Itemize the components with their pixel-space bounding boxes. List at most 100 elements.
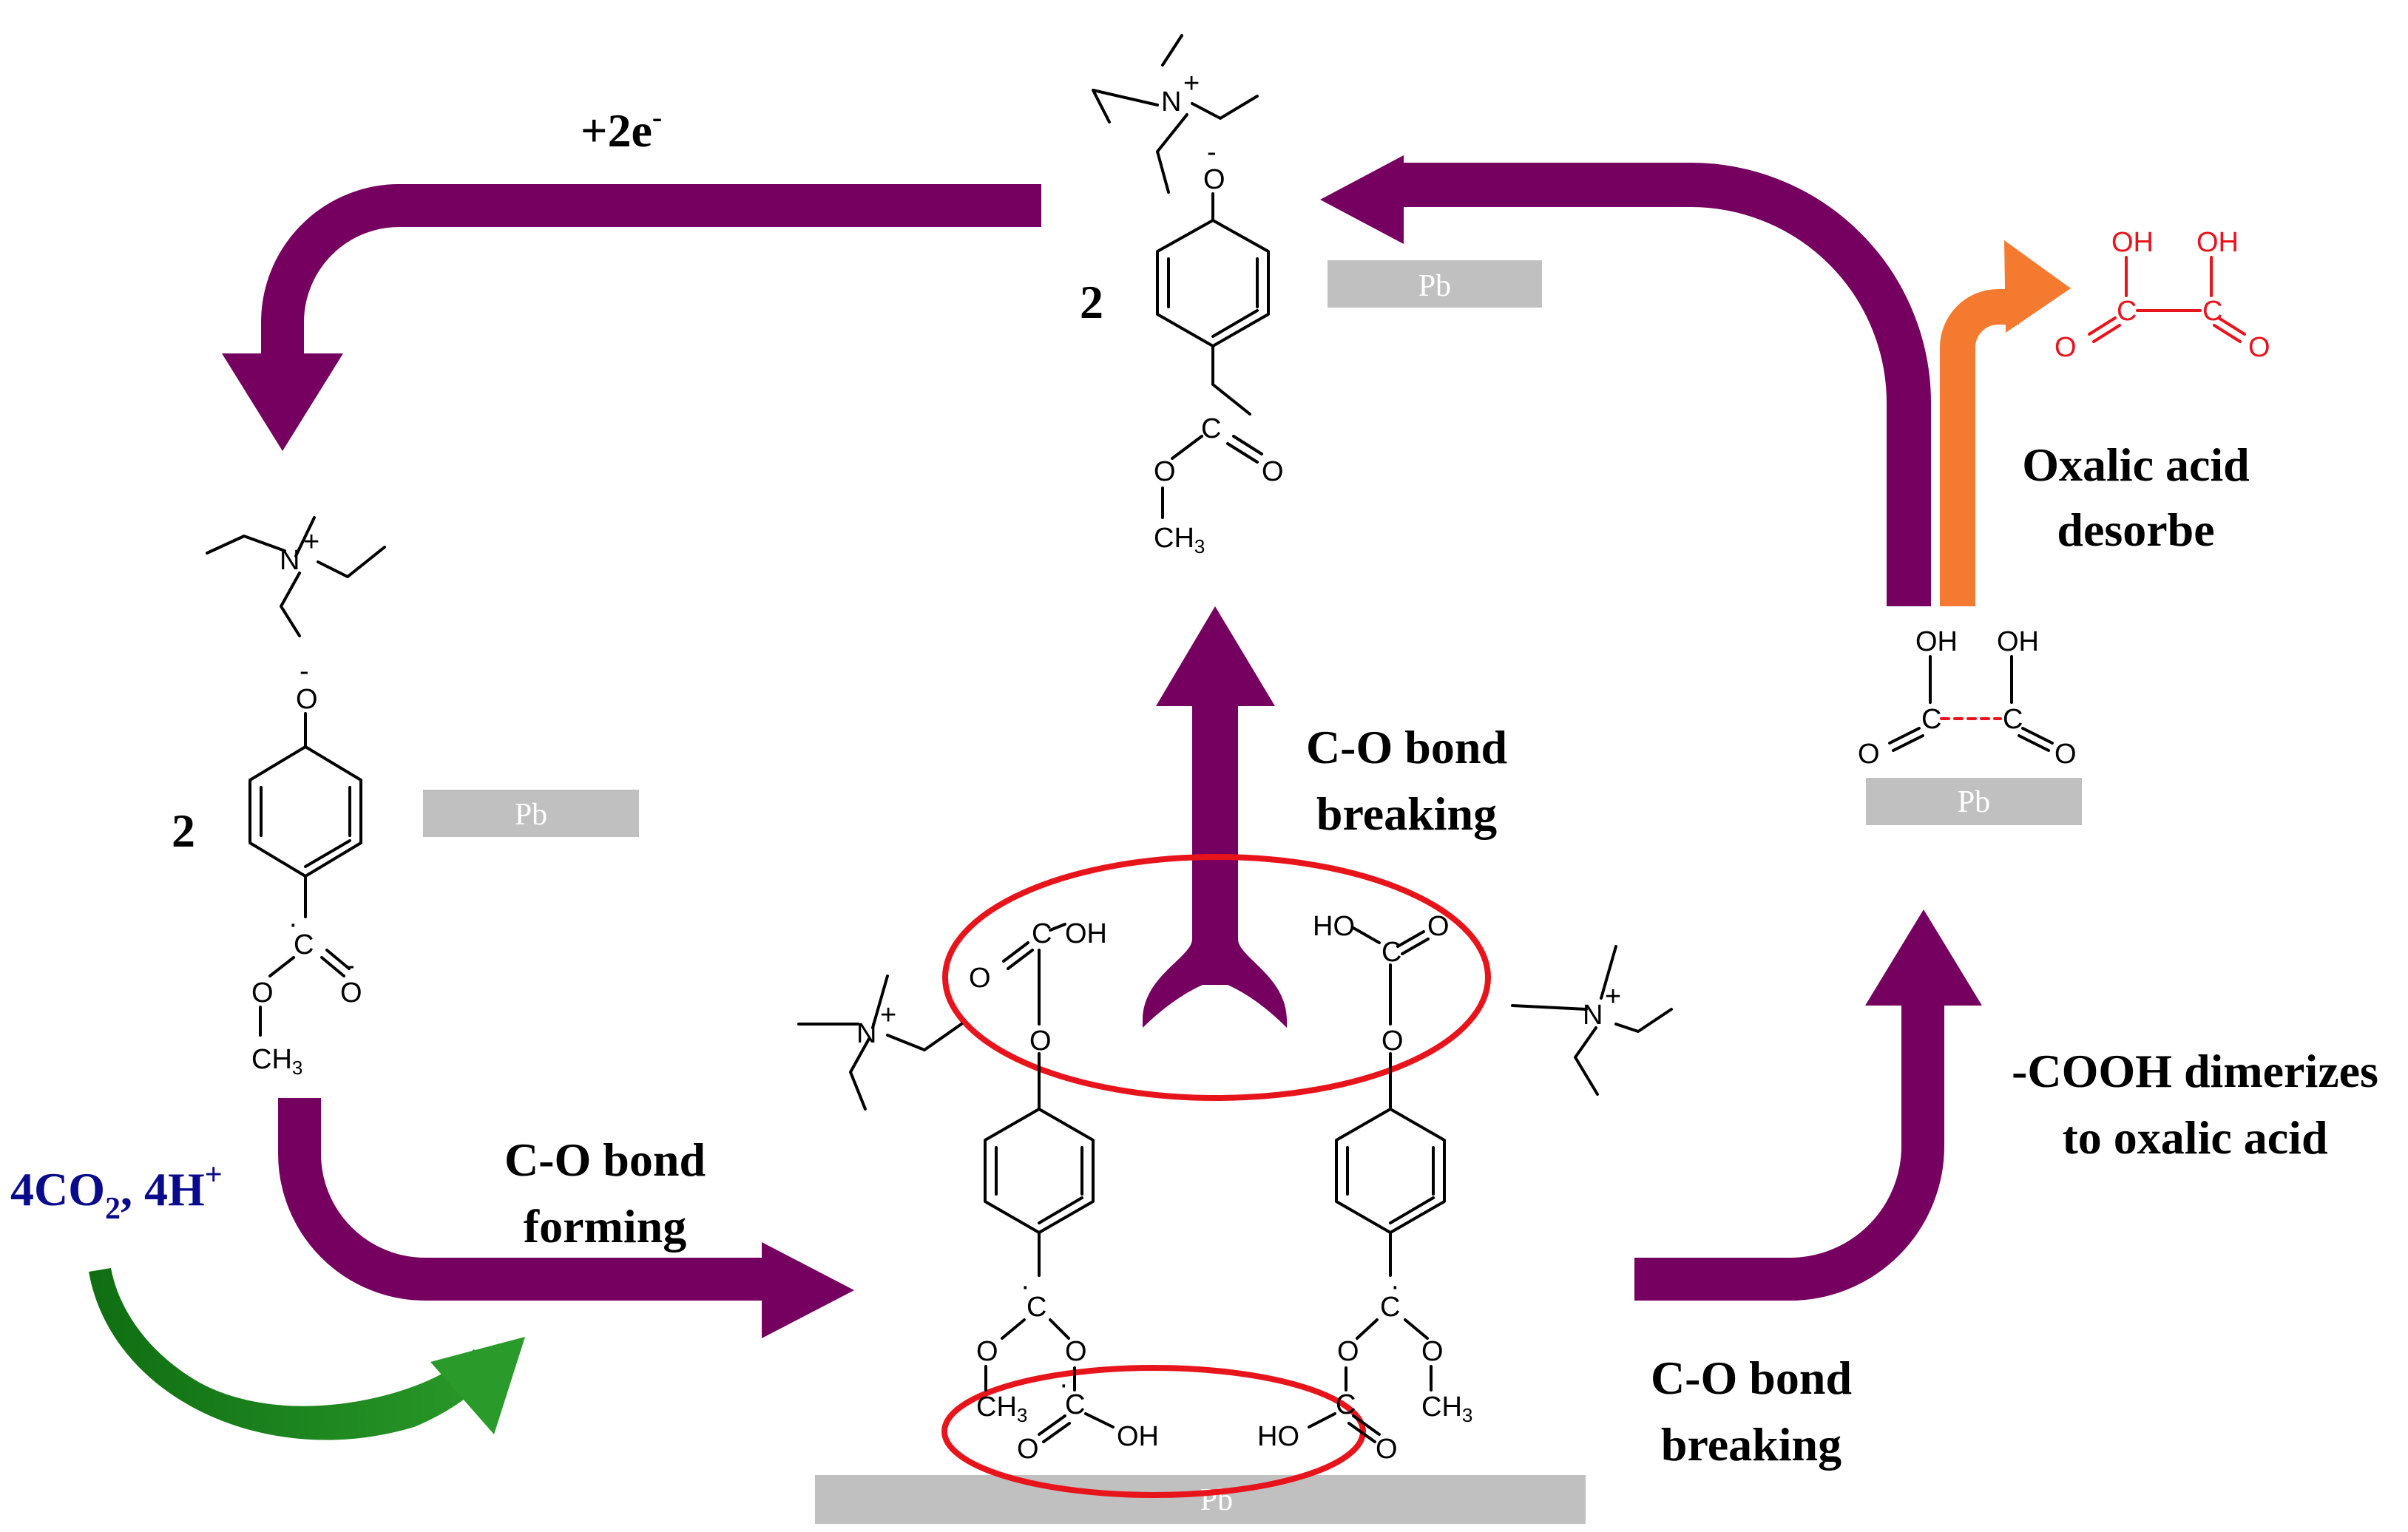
svg-text:C: C bbox=[1032, 918, 1052, 949]
svg-text:+: + bbox=[1605, 981, 1621, 1012]
svg-text:O: O bbox=[2248, 332, 2270, 363]
svg-text:C: C bbox=[294, 929, 314, 960]
svg-text:C: C bbox=[1027, 1292, 1046, 1323]
svg-text:C-O bond: C-O bond bbox=[1306, 721, 1507, 773]
svg-text:N: N bbox=[280, 545, 300, 576]
svg-text:-: - bbox=[1207, 137, 1217, 168]
svg-text:OH: OH bbox=[1915, 626, 1958, 657]
svg-text:CH3: CH3 bbox=[251, 1044, 302, 1079]
svg-text:CH3: CH3 bbox=[1154, 523, 1205, 557]
molecule-tetraethylammonium-top: N + bbox=[1092, 34, 1259, 194]
svg-text:4CO2, 4H+: 4CO2, 4H+ bbox=[10, 1158, 223, 1226]
svg-text:CH3: CH3 bbox=[1421, 1392, 1472, 1426]
pb-surface-top: Pb bbox=[1328, 260, 1542, 308]
pb-surface-bottom: Pb bbox=[815, 1475, 1586, 1524]
svg-text:+: + bbox=[880, 1000, 896, 1031]
label-co-breaking-top: C-O bond breaking bbox=[1306, 721, 1507, 840]
svg-text:·: · bbox=[288, 909, 298, 940]
svg-text:+2e-: +2e- bbox=[581, 101, 662, 157]
svg-text:O: O bbox=[251, 977, 274, 1009]
svg-text:Pb: Pb bbox=[1958, 785, 1990, 819]
svg-text:O: O bbox=[1203, 164, 1225, 195]
svg-text:O: O bbox=[1154, 456, 1176, 487]
svg-text:O: O bbox=[1427, 911, 1450, 942]
coefficient-left: 2 bbox=[172, 804, 195, 857]
svg-text:CH3: CH3 bbox=[976, 1392, 1027, 1426]
pb-surface-left: Pb bbox=[423, 790, 639, 837]
molecule-tetraethylammonium-left: N + bbox=[206, 516, 386, 637]
svg-text:OH: OH bbox=[1997, 626, 2039, 657]
svg-text:O: O bbox=[296, 684, 318, 715]
label-dimerize: -COOH dimerizes to oxalic acid bbox=[2012, 1045, 2378, 1164]
svg-text:forming: forming bbox=[524, 1200, 686, 1253]
svg-text:·: · bbox=[1059, 1369, 1069, 1400]
svg-text:C: C bbox=[1201, 413, 1221, 444]
svg-text:C: C bbox=[2202, 296, 2222, 327]
svg-text:C: C bbox=[1065, 1389, 1085, 1420]
svg-text:breaking: breaking bbox=[1316, 787, 1497, 840]
arrow-bottom-left-forming bbox=[278, 1098, 854, 1338]
svg-text:to oxalic acid: to oxalic acid bbox=[2062, 1111, 2327, 1164]
svg-text:OH: OH bbox=[1117, 1421, 1159, 1452]
svg-text:O: O bbox=[1262, 456, 1284, 487]
pb-surface-right: Pb bbox=[1866, 778, 2082, 825]
svg-text:O: O bbox=[1376, 1434, 1398, 1465]
highlight-ellipse-bottom bbox=[941, 1365, 1366, 1498]
svg-text:O: O bbox=[1337, 1336, 1359, 1367]
molecule-tetraethylammonium-center-left: N + bbox=[797, 975, 963, 1111]
svg-text:O: O bbox=[1029, 1026, 1052, 1057]
svg-text:N: N bbox=[1161, 87, 1181, 118]
molecule-adsorbed-right: HO C O O C · O CH3 O C O HO bbox=[1257, 911, 1472, 1465]
molecule-adsorbed-left: C O OH O C · O CH3 O C · O OH bbox=[969, 918, 1159, 1465]
label-electron-transfer: +2e- bbox=[581, 101, 662, 157]
svg-text:C-O bond: C-O bond bbox=[504, 1133, 706, 1186]
molecule-tetraethylammonium-center-right: N + bbox=[1511, 945, 1673, 1096]
arrow-center-up-breaking bbox=[1143, 606, 1287, 1028]
svg-text:HO: HO bbox=[1313, 911, 1355, 942]
svg-text:OH: OH bbox=[1065, 918, 1107, 949]
svg-text:-COOH dimerizes: -COOH dimerizes bbox=[2012, 1045, 2378, 1097]
svg-text:+: + bbox=[1183, 68, 1200, 99]
svg-text:O: O bbox=[976, 1336, 998, 1367]
svg-text:O: O bbox=[1858, 739, 1880, 770]
svg-text:+: + bbox=[303, 526, 319, 557]
label-co-breaking-bottom: C-O bond breaking bbox=[1651, 1352, 1852, 1471]
arrow-bottom-right-dimerize bbox=[1634, 909, 1982, 1301]
molecule-phenoxide-ester-left: O - C · O - O CH3 bbox=[248, 656, 362, 1079]
svg-text:O: O bbox=[969, 963, 991, 994]
svg-text:C: C bbox=[2003, 704, 2023, 735]
svg-text:Pb: Pb bbox=[1418, 269, 1451, 303]
molecule-phenoxide-ester-top: O - C O O CH3 bbox=[1154, 137, 1284, 557]
label-reactants: 4CO2, 4H+ bbox=[10, 1158, 223, 1226]
svg-text:O: O bbox=[1381, 1026, 1404, 1057]
svg-text:·: · bbox=[1021, 1271, 1030, 1302]
arrow-top-right-return bbox=[1320, 155, 1931, 606]
svg-text:desorbe: desorbe bbox=[2057, 504, 2214, 556]
molecule-oxalic-adsorbed: OH OH C C O O bbox=[1858, 626, 2077, 770]
svg-text:O: O bbox=[340, 977, 362, 1009]
svg-text:O: O bbox=[2054, 739, 2077, 770]
svg-text:N: N bbox=[856, 1018, 876, 1049]
highlight-ellipse-top bbox=[942, 854, 1491, 1101]
svg-text:C: C bbox=[1380, 1292, 1400, 1323]
arrow-top-left-reduction bbox=[222, 184, 1041, 451]
svg-text:-: - bbox=[345, 950, 355, 981]
svg-text:C-O bond: C-O bond bbox=[1651, 1352, 1852, 1404]
svg-text:HO: HO bbox=[1257, 1421, 1299, 1452]
svg-text:O: O bbox=[1017, 1434, 1039, 1465]
svg-text:-: - bbox=[300, 656, 309, 687]
svg-text:Pb: Pb bbox=[515, 798, 547, 832]
svg-text:O: O bbox=[1065, 1336, 1087, 1367]
label-oxalic-desorb: Oxalic acid desorbe bbox=[2022, 438, 2250, 556]
svg-text:O: O bbox=[1421, 1336, 1444, 1367]
svg-text:C: C bbox=[2117, 296, 2137, 327]
svg-text:C: C bbox=[1381, 937, 1401, 968]
svg-text:C: C bbox=[1921, 704, 1941, 735]
svg-text:N: N bbox=[1583, 1000, 1603, 1031]
arrow-desorb-oxalic bbox=[1940, 240, 2071, 606]
arrow-co2-input bbox=[89, 1268, 525, 1440]
coefficient-top: 2 bbox=[1080, 276, 1103, 328]
svg-text:Oxalic acid: Oxalic acid bbox=[2022, 438, 2250, 491]
svg-text:OH: OH bbox=[2196, 227, 2239, 258]
